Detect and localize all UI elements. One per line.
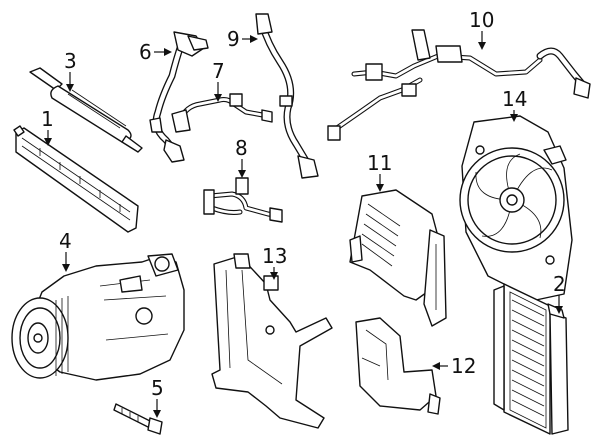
part-1-condenser-tank	[13, 125, 139, 233]
callout-10: 10	[469, 8, 494, 50]
callout-label-11: 11	[367, 151, 392, 175]
part-14-fan-assembly	[459, 115, 573, 301]
callout-label-14: 14	[502, 87, 527, 111]
callout-13: 13	[262, 244, 287, 280]
callout-3: 3	[64, 49, 77, 92]
callout-4: 4	[59, 229, 72, 272]
callout-label-6: 6	[139, 40, 152, 64]
part-11-air-duct	[349, 189, 447, 327]
part-6-ac-hose	[149, 31, 209, 163]
part-13-bracket-frame	[211, 253, 333, 429]
callout-6: 6	[139, 40, 172, 64]
callout-label-3: 3	[64, 49, 77, 73]
callout-12: 12	[432, 354, 476, 378]
part-9-ac-hose	[255, 13, 319, 179]
callout-2: 2	[553, 272, 566, 314]
part-5-bolt	[113, 403, 163, 435]
callout-label-9: 9	[227, 27, 240, 51]
callout-label-2: 2	[553, 272, 566, 296]
callout-label-8: 8	[235, 136, 248, 160]
callout-9: 9	[227, 27, 258, 51]
part-12-air-deflector	[355, 317, 441, 415]
part-7-ac-line	[171, 93, 273, 133]
part-8-ac-line	[203, 177, 283, 223]
part-4-ac-compressor	[11, 253, 185, 381]
callout-label-4: 4	[59, 229, 72, 253]
callout-label-5: 5	[151, 376, 164, 400]
callout-label-7: 7	[212, 59, 225, 83]
callout-1: 1	[41, 107, 54, 146]
callout-11: 11	[367, 151, 392, 192]
callout-7: 7	[212, 59, 225, 102]
callout-label-12: 12	[451, 354, 476, 378]
callout-label-10: 10	[469, 8, 494, 32]
part-2-condenser	[493, 283, 569, 435]
part-3-receiver-drier	[29, 67, 143, 153]
callout-label-13: 13	[262, 244, 287, 268]
callout-label-1: 1	[41, 107, 54, 131]
callout-8: 8	[235, 136, 248, 178]
callout-14: 14	[502, 87, 527, 122]
callout-5: 5	[151, 376, 164, 418]
part-10-refrigerant-line	[327, 29, 591, 141]
